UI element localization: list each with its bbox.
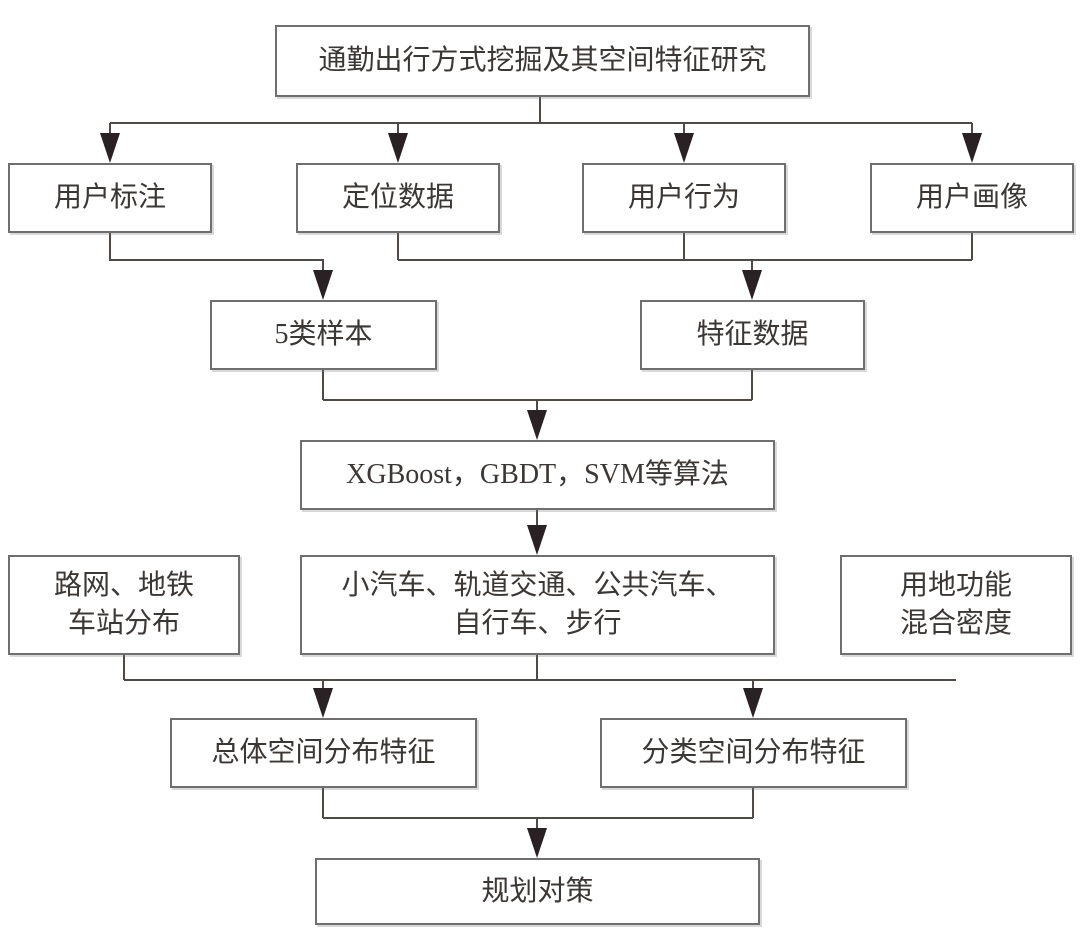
node-overall-spatial-features-label: 总体空间分布特征 [211, 737, 436, 769]
arrowhead-planning [527, 828, 547, 858]
node-travel-modes-line2: 自行车、步行 [453, 608, 622, 639]
node-classified-spatial-features-label: 分类空间分布特征 [641, 737, 866, 769]
node-land-use-density: 用地功能 混合密度 [840, 555, 1072, 655]
node-overall-spatial-features: 总体空间分布特征 [170, 718, 477, 788]
arrowhead-location-data [388, 133, 408, 163]
node-user-annotation-label: 用户标注 [53, 182, 166, 214]
node-feature-data: 特征数据 [640, 300, 865, 370]
arrowhead-overall-spatial [313, 688, 333, 718]
node-planning-countermeasures-label: 规划对策 [481, 875, 594, 907]
node-research-title-label: 通勤出行方式挖掘及其空间特征研究 [318, 45, 767, 77]
node-algorithms: XGBoost，GBDT，SVM等算法 [300, 440, 775, 510]
node-research-title: 通勤出行方式挖掘及其空间特征研究 [275, 25, 810, 97]
node-classified-spatial-features: 分类空间分布特征 [600, 718, 907, 788]
connector-annotation-to-samples [109, 233, 324, 276]
node-travel-modes: 小汽车、轨道交通、公共汽车、 自行车、步行 [300, 555, 775, 655]
node-travel-modes-line1: 小汽车、轨道交通、公共汽车、 [341, 570, 734, 602]
node-user-behavior: 用户行为 [582, 163, 786, 233]
node-five-class-samples-label: 5类样本 [274, 319, 373, 351]
node-user-profile-label: 用户画像 [915, 182, 1028, 214]
node-land-use-density-line2: 混合密度 [899, 608, 1012, 639]
node-location-data-label: 定位数据 [341, 182, 454, 214]
arrowhead-samples [313, 270, 333, 300]
node-road-network-line1: 路网、地铁 [53, 570, 194, 602]
node-land-use-density-line1: 用地功能 [899, 570, 1012, 602]
arrowhead-user-behavior [674, 133, 694, 163]
node-user-profile: 用户画像 [870, 163, 1074, 233]
arrowhead-algorithms [527, 410, 547, 440]
node-road-network-line2: 车站分布 [67, 608, 180, 639]
node-user-behavior-label: 用户行为 [627, 182, 740, 214]
arrowhead-user-annotation [100, 133, 120, 163]
node-algorithms-label: XGBoost，GBDT，SVM等算法 [346, 459, 729, 491]
arrowhead-classified-spatial [743, 688, 763, 718]
arrowhead-travel-modes [527, 525, 547, 555]
node-five-class-samples: 5类样本 [210, 300, 437, 370]
node-road-network: 路网、地铁 车站分布 [8, 555, 240, 655]
arrowhead-feature-data [742, 270, 762, 300]
node-user-annotation: 用户标注 [8, 163, 212, 233]
arrowhead-user-profile [962, 133, 982, 163]
node-location-data: 定位数据 [296, 163, 500, 233]
node-planning-countermeasures: 规划对策 [315, 858, 760, 925]
node-feature-data-label: 特征数据 [696, 319, 809, 351]
